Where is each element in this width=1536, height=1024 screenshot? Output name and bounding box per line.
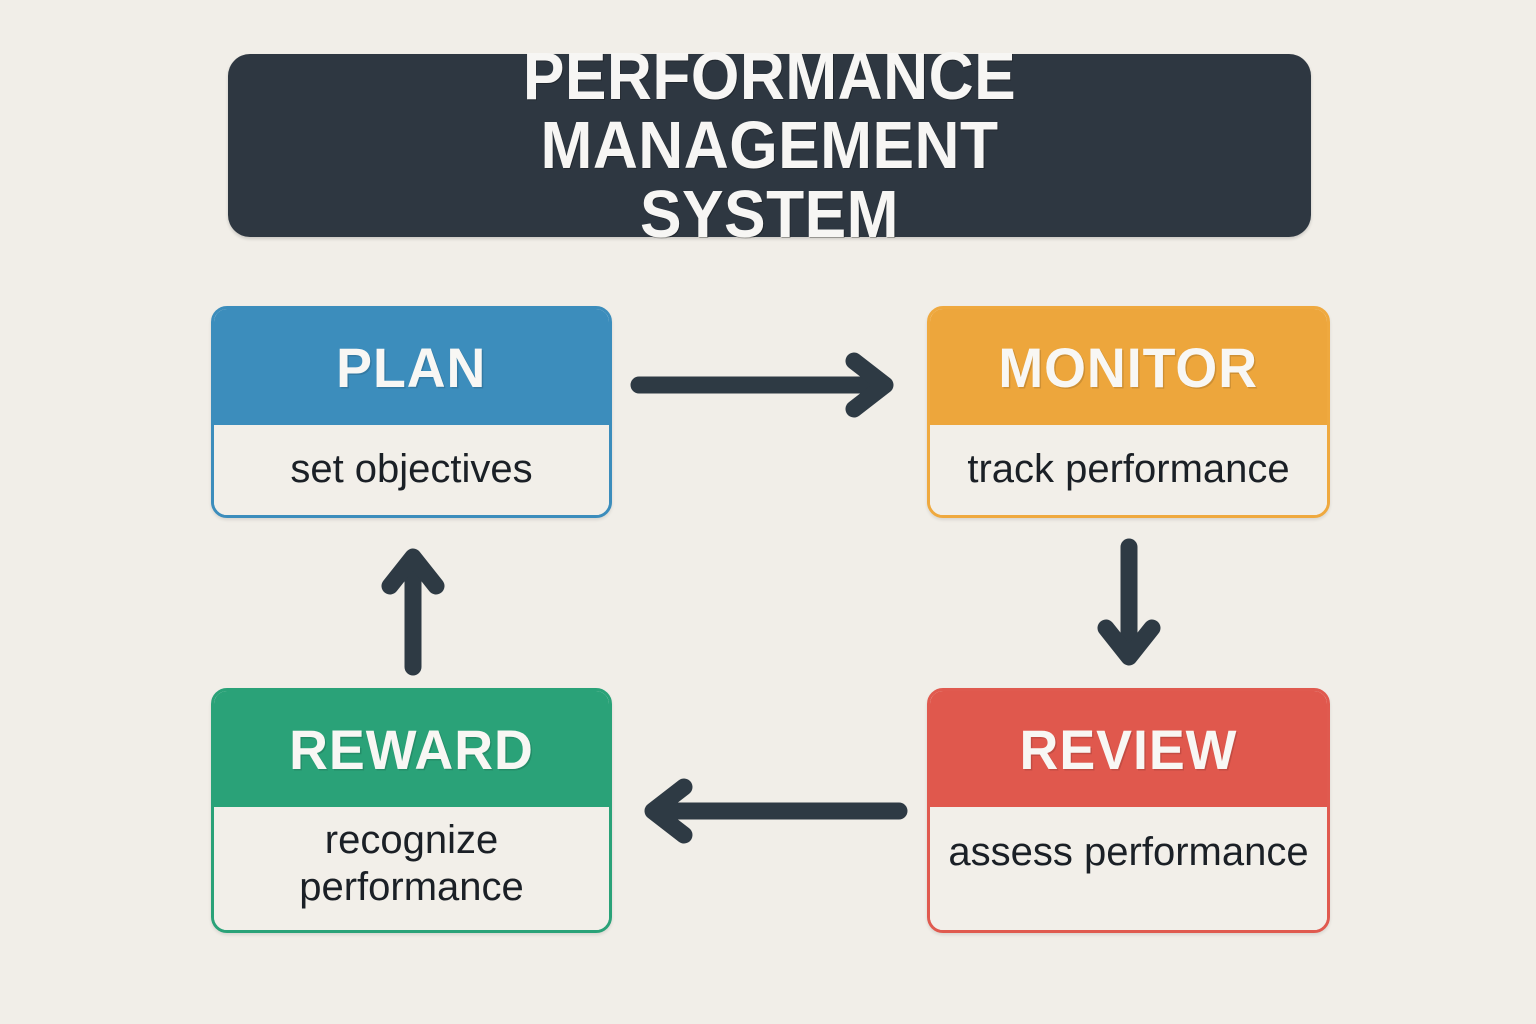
- page-title: PERFORMANCE MANAGEMENT SYSTEM: [522, 39, 1017, 252]
- stage-body-monitor: track performance: [930, 425, 1327, 515]
- stage-title-reward: REWARD: [289, 717, 534, 781]
- stage-description-monitor: track performance: [967, 447, 1290, 492]
- arrow-up-icon-reward-to-plan: [381, 546, 445, 676]
- stage-header-review: REVIEW: [930, 691, 1327, 807]
- arrow-right-icon-plan-to-monitor: [630, 352, 900, 418]
- stage-title-review: REVIEW: [1019, 717, 1238, 781]
- stage-card-plan[interactable]: PLAN set objectives: [211, 306, 612, 518]
- stage-header-monitor: MONITOR: [930, 309, 1327, 425]
- stage-card-reward[interactable]: REWARD recognize performance: [211, 688, 612, 933]
- stage-card-review[interactable]: REVIEW assess performance: [927, 688, 1330, 933]
- stage-body-review: assess performance: [930, 807, 1327, 930]
- arrow-down-icon-monitor-to-review: [1097, 538, 1161, 668]
- stage-body-plan: set objectives: [214, 425, 609, 515]
- stage-title-monitor: MONITOR: [998, 335, 1259, 399]
- stage-card-monitor[interactable]: MONITOR track performance: [927, 306, 1330, 518]
- stage-description-plan: set objectives: [290, 447, 533, 492]
- stage-header-reward: REWARD: [214, 691, 609, 807]
- arrow-left-icon-review-to-reward: [638, 778, 908, 844]
- diagram-title-banner: PERFORMANCE MANAGEMENT SYSTEM: [228, 42, 1311, 249]
- stage-header-plan: PLAN: [214, 309, 609, 425]
- stage-description-reward: recognize performance: [299, 818, 524, 910]
- stage-body-reward: recognize performance: [214, 807, 609, 930]
- stage-description-review: assess performance: [948, 830, 1309, 874]
- stage-title-plan: PLAN: [336, 335, 487, 399]
